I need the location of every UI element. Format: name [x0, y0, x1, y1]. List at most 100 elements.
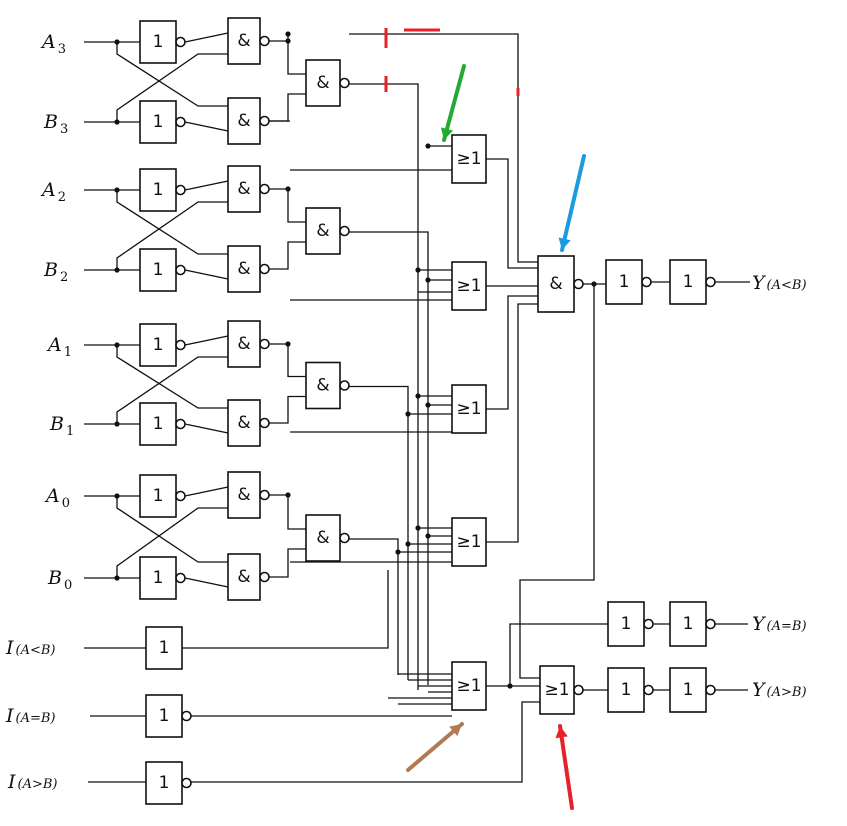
- signal-subscript: (A<B): [767, 278, 807, 293]
- gate-symbol: ≥1: [456, 532, 481, 552]
- or-gate-3: ≥1: [451, 384, 487, 434]
- gate-body: [227, 471, 261, 519]
- inversion-bubble: [259, 115, 270, 127]
- gate-body: [227, 320, 261, 368]
- and-gate-top-0: &: [227, 471, 270, 519]
- wire: [269, 494, 306, 530]
- arrow-brown: [406, 722, 464, 772]
- inversion-bubble: [181, 777, 192, 789]
- gate-body: [139, 20, 177, 64]
- junction-dot: [425, 277, 431, 283]
- or-gate-last: ≥1: [451, 661, 487, 711]
- not-gate-YEQ-2: 1: [669, 601, 716, 647]
- wire: [349, 385, 409, 680]
- inversion-bubble: [175, 490, 186, 502]
- gate-body: [669, 601, 707, 647]
- junction-dot: [405, 411, 411, 417]
- gate-symbol: 1: [153, 32, 164, 52]
- inversion-bubble: [259, 417, 270, 429]
- inversion-bubble: [573, 278, 584, 290]
- signal-subscript: 0: [62, 496, 70, 511]
- gate-body: [537, 255, 575, 313]
- inversion-bubble: [259, 571, 270, 583]
- not-gate-B1: 1: [139, 402, 186, 446]
- inversion-bubble: [641, 276, 652, 288]
- and-gate-bot-1: &: [227, 399, 270, 447]
- gate-body: [451, 384, 487, 434]
- wire: [116, 507, 228, 578]
- inversion-bubble: [339, 77, 350, 89]
- nand-gate-2: &: [305, 207, 350, 255]
- nand-gate-1: &: [305, 361, 350, 410]
- gate-symbol: &: [549, 274, 562, 294]
- gate-symbol: &: [316, 376, 329, 396]
- inversion-bubble: [259, 338, 270, 350]
- gate-symbol: 1: [159, 773, 170, 793]
- not-gate-B2: 1: [139, 248, 186, 292]
- gate-symbol: ≥1: [456, 399, 481, 419]
- gate-symbol: 1: [683, 614, 694, 634]
- wire: [519, 284, 595, 679]
- gate-body: [139, 323, 177, 367]
- not-gate-A0: 1: [139, 474, 186, 518]
- junction-dot: [425, 533, 431, 539]
- inversion-bubble: [643, 618, 654, 630]
- gate-body: [305, 59, 341, 107]
- wire: [116, 345, 228, 409]
- not-gate-YLT-2: 1: [669, 259, 716, 305]
- gate-symbol: ≥1: [456, 276, 481, 296]
- and-gate-bot-2: &: [227, 245, 270, 293]
- signal-letter: A: [40, 179, 56, 201]
- not-gate-IEQ: 1: [145, 694, 192, 738]
- wire: [116, 190, 228, 255]
- signal-subscript: 1: [66, 424, 74, 439]
- wire: [486, 623, 608, 687]
- gate-symbol: &: [237, 259, 250, 279]
- signal-letter: B: [43, 259, 58, 281]
- gate-symbol: ≥1: [544, 680, 569, 700]
- wire: [184, 269, 229, 280]
- wire: [269, 241, 306, 270]
- gate-body: [145, 626, 183, 670]
- input-label-IEQ: I(A=B): [5, 705, 56, 727]
- gate-symbol: &: [237, 485, 250, 505]
- and-gate-final: &: [537, 255, 584, 313]
- junction-dot: [415, 267, 421, 273]
- gate-symbol: &: [316, 221, 329, 241]
- wire: [184, 423, 229, 434]
- not-gate-B0: 1: [139, 556, 186, 600]
- wire: [349, 83, 419, 690]
- signal-letter: A: [46, 334, 62, 356]
- wire: [184, 486, 229, 497]
- not-gate-YEQ-1: 1: [607, 601, 654, 647]
- wire: [184, 180, 229, 191]
- output-label-YEQ: Y(A=B): [752, 613, 807, 635]
- gate-body: [607, 667, 645, 713]
- gate-symbol: 1: [153, 568, 164, 588]
- gate-body: [539, 665, 575, 715]
- gate-body: [305, 207, 341, 255]
- gate-symbol: 1: [153, 414, 164, 434]
- and-gate-top-1: &: [227, 320, 270, 368]
- inversion-bubble: [705, 618, 716, 630]
- gate-body: [139, 168, 177, 212]
- gate-body: [669, 259, 707, 305]
- wire: [184, 121, 229, 132]
- wire: [269, 188, 306, 223]
- arrow-red: [555, 724, 574, 810]
- wire: [269, 93, 306, 122]
- arrow-green: [440, 64, 466, 142]
- or-gate-4: ≥1: [451, 517, 487, 567]
- wire: [116, 42, 228, 107]
- inversion-bubble: [643, 684, 654, 696]
- inversion-bubble: [339, 380, 350, 391]
- gate-body: [451, 261, 487, 311]
- signal-letter: Y: [752, 679, 767, 701]
